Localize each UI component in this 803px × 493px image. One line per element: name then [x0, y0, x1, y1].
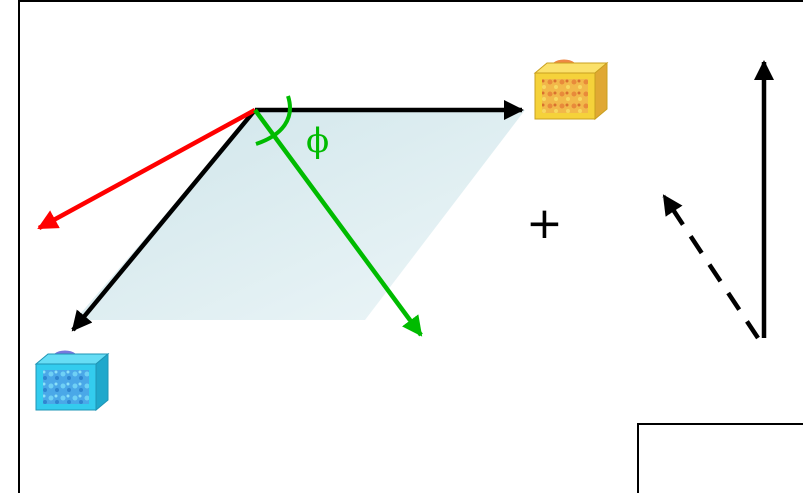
- blue-toolbox-icon: [34, 350, 110, 412]
- dashed-vector: [662, 194, 760, 340]
- plus-sign: +: [526, 198, 563, 249]
- green-vector: [253, 108, 423, 337]
- red-vector: [37, 108, 257, 230]
- inner-frame: [637, 423, 803, 493]
- angle-label: ϕ: [306, 121, 329, 161]
- shaded-plane: [75, 110, 525, 320]
- outer-frame: [18, 0, 803, 493]
- diagonal-vector: [71, 108, 257, 332]
- orange-toolbox-icon: [533, 59, 609, 121]
- angle-arc: [255, 95, 292, 146]
